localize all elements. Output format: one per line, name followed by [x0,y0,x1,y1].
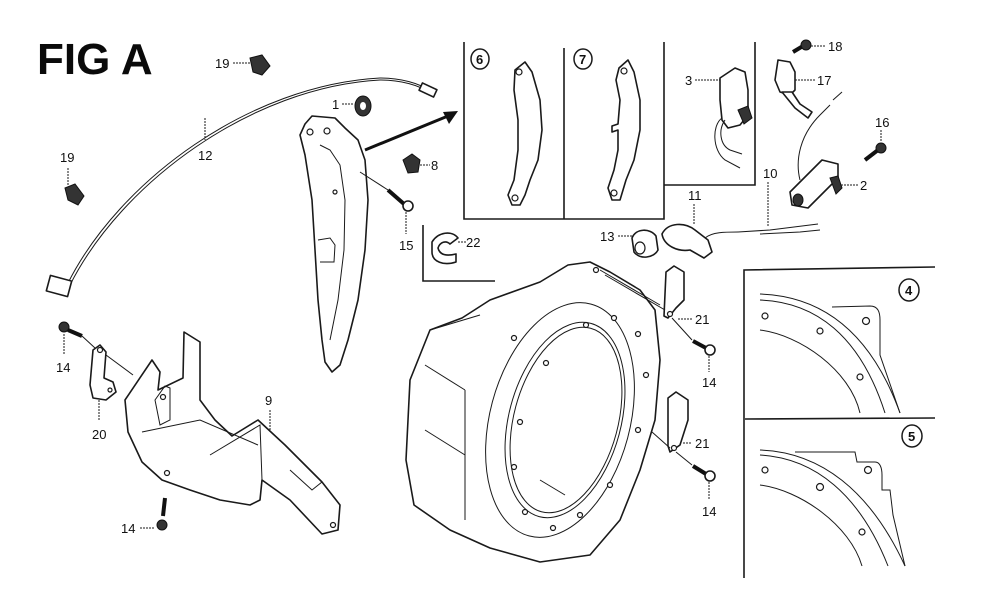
callout-1: 1 [332,97,339,112]
part-unit-2[interactable] [789,91,843,209]
part-bracket-17[interactable] [774,59,813,119]
callout-9: 9 [265,393,272,408]
callout-11: 11 [688,188,702,203]
inset-22-frame [422,225,495,282]
part-wire-10[interactable] [737,223,821,235]
part-shroud-variant-4[interactable] [759,293,901,414]
part-arm-variant-6[interactable] [507,61,543,206]
svg-text:4: 4 [905,283,913,298]
callout-19-left: 19 [60,150,74,165]
part-clip-19-top[interactable] [249,54,271,76]
part-bolt-14-lower[interactable] [691,464,716,482]
part-bracket-20[interactable] [89,344,117,401]
callout-14-left: 14 [56,360,70,375]
part-fan-shroud[interactable] [405,261,661,563]
callout-8: 8 [431,158,438,173]
variant-frame-4-5 [743,266,936,578]
variant-label-4: 4 [898,278,920,302]
part-shroud-arm[interactable] [299,115,369,373]
variant-label-7: 7 [573,48,593,70]
callout-3: 3 [685,73,692,88]
variant-label-5: 5 [901,424,923,448]
part-clip-19-left[interactable] [64,183,85,206]
arrow-to-variants [364,111,458,152]
part-bolt-14-bottom[interactable] [156,497,168,531]
callout-16: 16 [875,115,889,130]
callout-10: 10 [763,166,777,181]
part-cable-12[interactable] [45,77,438,298]
part-bolt-14-left[interactable] [58,321,83,338]
part-bracket-21-upper[interactable] [663,265,685,319]
callout-14-upper-right: 14 [702,375,716,390]
part-cover-9[interactable] [124,331,341,535]
part-shroud-variant-5[interactable] [759,449,906,567]
part-bolt-18[interactable] [791,39,812,54]
callout-14-bottom: 14 [121,521,135,536]
part-bolt-16[interactable] [863,142,887,162]
callout-21-lower: 21 [695,436,709,451]
svg-text:5: 5 [908,429,915,444]
callout-15: 15 [399,238,413,253]
figure-title: FIG A [37,35,153,84]
callout-21-upper: 21 [695,312,709,327]
svg-text:7: 7 [579,52,586,67]
part-knob-13[interactable] [631,229,659,258]
callout-13: 13 [600,229,614,244]
part-arm-variant-7[interactable] [607,59,641,201]
callout-2: 2 [860,178,867,193]
svg-text:6: 6 [476,52,483,67]
part-clip-22[interactable] [431,232,459,265]
part-switch-11[interactable] [661,223,739,259]
callout-14-lower-right: 14 [702,504,716,519]
part-ignition-coil-3[interactable] [714,67,753,169]
variant-label-6: 6 [470,48,490,70]
callout-12: 12 [198,148,212,163]
callout-17: 17 [817,73,831,88]
part-bolt-14-upper[interactable] [692,339,716,356]
callout-19-top: 19 [215,56,229,71]
callout-20: 20 [92,427,106,442]
variant-frame [463,42,756,220]
part-bolt-15[interactable] [386,188,414,212]
callout-18: 18 [828,39,842,54]
part-grommet-1[interactable] [354,95,372,117]
part-clip-8[interactable] [402,153,421,174]
callout-22: 22 [466,235,480,250]
